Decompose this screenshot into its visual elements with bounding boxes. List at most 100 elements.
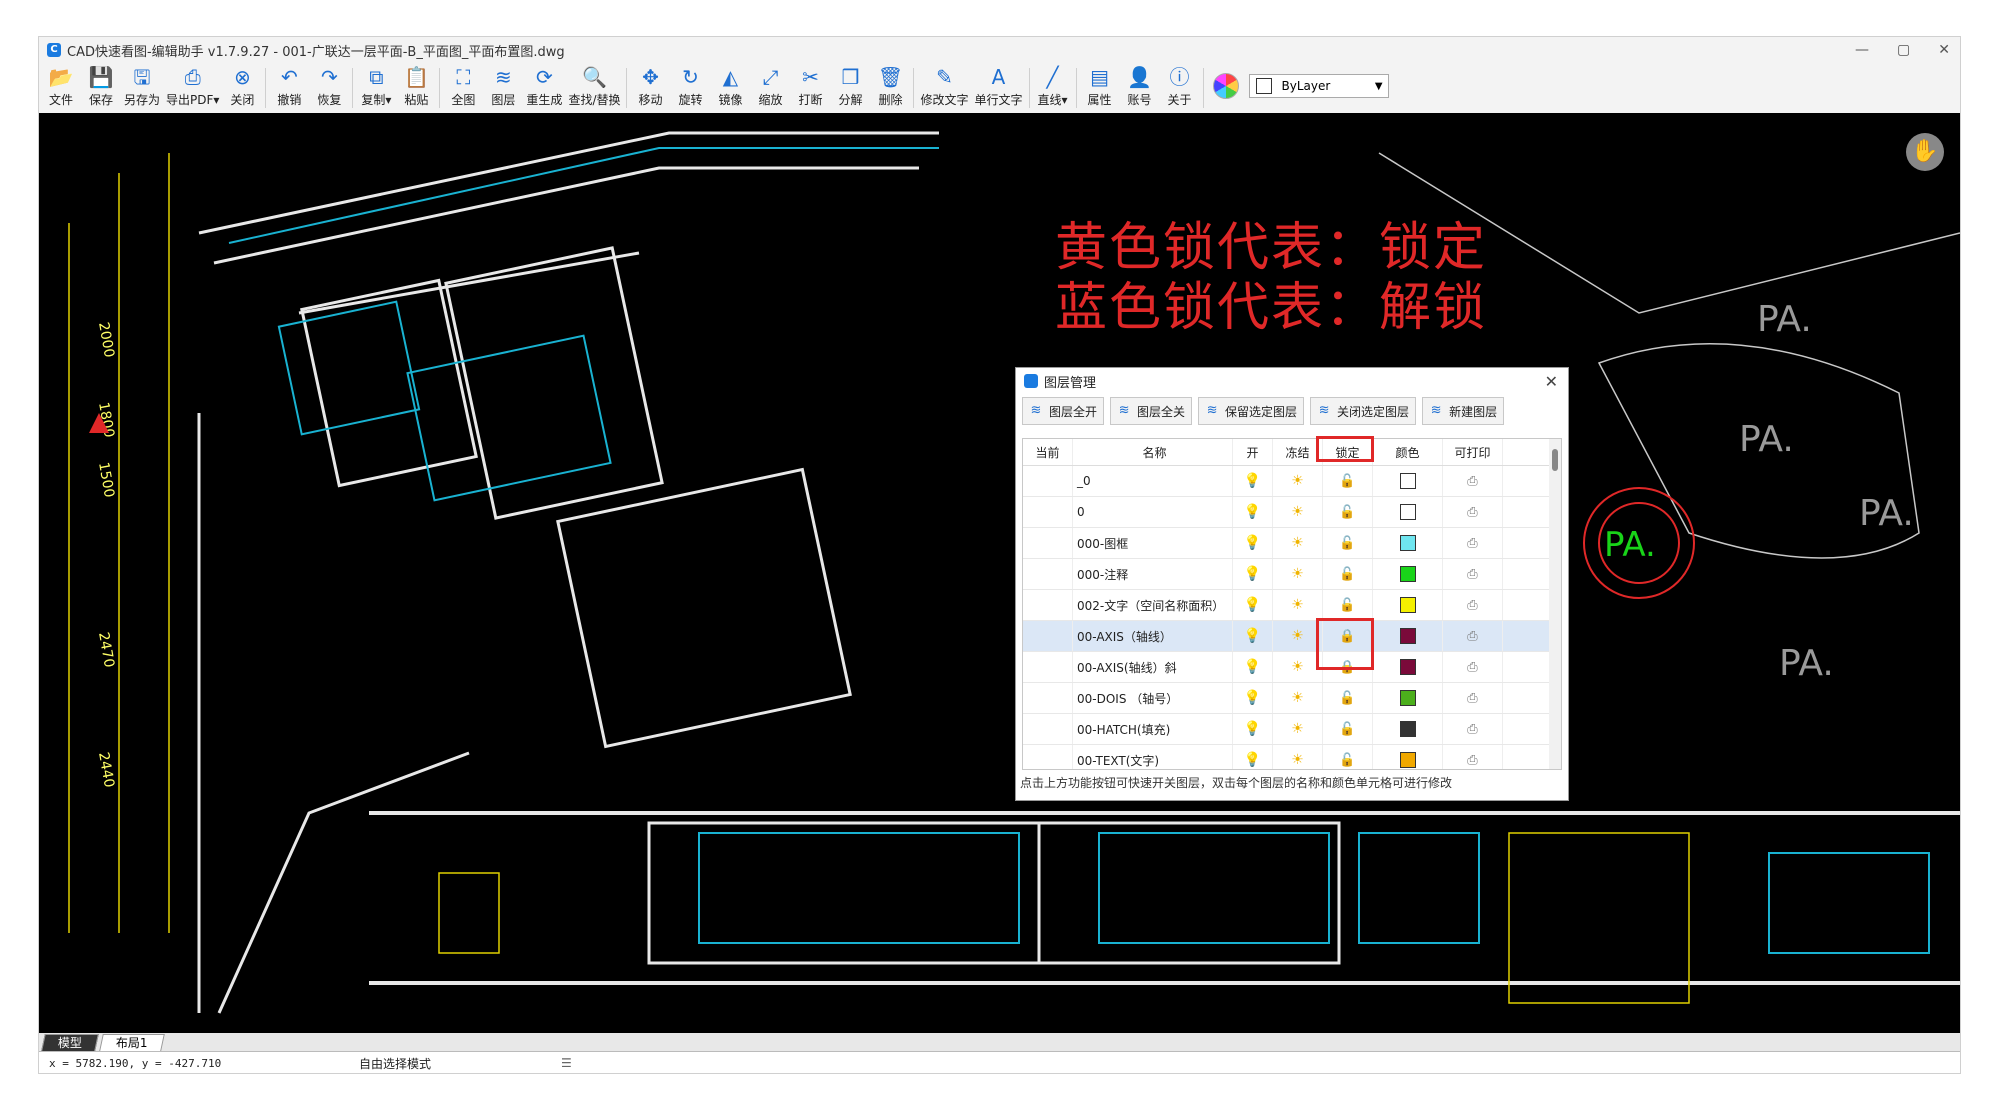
layer-freeze-cell[interactable]: ☀ (1273, 745, 1323, 769)
layer-color-cell[interactable] (1373, 559, 1443, 589)
selection-mode[interactable]: 自由选择模式 (359, 1056, 432, 1071)
layer-lock-cell[interactable]: 🔓 (1323, 528, 1373, 558)
layer-on-cell[interactable]: 💡 (1233, 621, 1273, 651)
layer-color-cell[interactable] (1373, 590, 1443, 620)
layer-freeze-cell[interactable]: ☀ (1273, 621, 1323, 651)
layer-freeze-cell[interactable]: ☀ (1273, 590, 1323, 620)
toolbar-button-copy[interactable]: ⧉复制▾ (356, 63, 396, 111)
layer-color-cell[interactable] (1373, 466, 1443, 496)
toolbar-button-line[interactable]: ╱直线▾ (1033, 63, 1073, 111)
layer-current-cell[interactable] (1023, 590, 1073, 620)
close-selected-layers-button[interactable]: ≋关闭选定图层 (1310, 397, 1417, 425)
tab-layout1[interactable]: 布局1 (99, 1034, 165, 1051)
layer-current-cell[interactable] (1023, 528, 1073, 558)
toolbar-button-find-replace[interactable]: 🔍查找/替换 (565, 63, 623, 111)
layer-row[interactable]: 00-TEXT(文字)💡☀🔓 ⎙ (1023, 745, 1561, 769)
toolbar-button-explode[interactable]: ❒分解 (830, 63, 870, 111)
layer-color-cell[interactable] (1373, 652, 1443, 682)
layer-freeze-cell[interactable]: ☀ (1273, 683, 1323, 713)
layer-lock-cell[interactable]: 🔓 (1323, 590, 1373, 620)
layer-freeze-cell[interactable]: ☀ (1273, 559, 1323, 589)
layer-name-cell[interactable]: 00-TEXT(文字) (1073, 745, 1233, 769)
tab-model[interactable]: 模型 (41, 1034, 99, 1051)
layer-name-cell[interactable]: 00-HATCH(填充) (1073, 714, 1233, 744)
close-window-button[interactable]: ✕ (1938, 42, 1950, 58)
toolbar-button-redo[interactable]: ↷恢复 (309, 63, 349, 111)
layer-on-cell[interactable]: 💡 (1233, 745, 1273, 769)
layer-color-cell[interactable] (1373, 745, 1443, 769)
layer-lock-cell[interactable]: 🔓 (1323, 466, 1373, 496)
toolbar-button-edit-text[interactable]: ✎修改文字 (917, 63, 971, 111)
layer-name-cell[interactable]: 002-文字（空间名称面积） (1073, 590, 1233, 620)
layer-row[interactable]: 000-注释💡☀🔓 ⎙ (1023, 559, 1561, 590)
layer-lock-cell[interactable]: 🔓 (1323, 745, 1373, 769)
layer-color-cell[interactable] (1373, 683, 1443, 713)
layer-row[interactable]: 00-AXIS（轴线）💡☀🔒⎙ (1023, 621, 1561, 652)
layer-row[interactable]: 00-DOIS （轴号）💡☀🔓 ⎙ (1023, 683, 1561, 714)
layer-on-cell[interactable]: 💡 (1233, 466, 1273, 496)
toolbar-button-properties[interactable]: ▤属性 (1080, 63, 1120, 111)
layer-on-cell[interactable]: 💡 (1233, 590, 1273, 620)
minimize-button[interactable]: — (1855, 42, 1870, 58)
layer-current-cell[interactable] (1023, 683, 1073, 713)
layer-color-cell[interactable] (1373, 528, 1443, 558)
toolbar-button-folder[interactable]: 📂文件 (41, 63, 81, 111)
layer-print-cell[interactable]: ⎙ (1443, 497, 1503, 527)
maximize-button[interactable]: ▢ (1897, 42, 1911, 58)
layer-print-cell[interactable]: ⎙ (1443, 683, 1503, 713)
layer-freeze-cell[interactable]: ☀ (1273, 528, 1323, 558)
layer-print-cell[interactable]: ⎙ (1443, 559, 1503, 589)
toolbar-button-rotate[interactable]: ↻旋转 (670, 63, 710, 111)
layer-print-cell[interactable]: ⎙ (1443, 652, 1503, 682)
toolbar-button-fit-view[interactable]: ⛶全图 (443, 63, 483, 111)
layer-print-cell[interactable]: ⎙ (1443, 528, 1503, 558)
layer-lock-cell[interactable]: 🔓 (1323, 714, 1373, 744)
toolbar-button-layers[interactable]: ≋图层 (483, 63, 523, 111)
drawing-canvas[interactable]: 2000 1800 1500 2470 2440 黄色锁代表：锁定 蓝色锁代表：… (39, 113, 1960, 1033)
layer-on-cell[interactable]: 💡 (1233, 497, 1273, 527)
toolbar-button-mirror[interactable]: ◭镜像 (710, 63, 750, 111)
toolbar-button-delete[interactable]: 🗑删除 (870, 63, 910, 111)
layer-color-cell[interactable] (1373, 497, 1443, 527)
layer-name-cell[interactable]: 00-AXIS（轴线） (1073, 621, 1233, 651)
layer-name-cell[interactable]: 000-注释 (1073, 559, 1233, 589)
layer-row[interactable]: 000-图框💡☀🔓⎙ (1023, 528, 1561, 559)
layer-current-cell[interactable] (1023, 652, 1073, 682)
layer-color-cell[interactable] (1373, 714, 1443, 744)
layer-current-cell[interactable] (1023, 559, 1073, 589)
layer-on-cell[interactable]: 💡 (1233, 714, 1273, 744)
dialog-close-icon[interactable]: ✕ (1544, 371, 1558, 391)
layer-on-cell[interactable]: 💡 (1233, 559, 1273, 589)
layer-print-cell[interactable]: ⎙ (1443, 590, 1503, 620)
scrollbar-thumb[interactable] (1552, 449, 1558, 471)
layer-print-cell[interactable]: ⎙ (1443, 621, 1503, 651)
toolbar-button-scale[interactable]: ⤢缩放 (750, 63, 790, 111)
layer-print-cell[interactable]: ⎙ (1443, 745, 1503, 769)
all-layers-off-button[interactable]: ≋图层全关 (1110, 397, 1193, 425)
layer-lock-cell[interactable]: 🔓 (1323, 497, 1373, 527)
layer-current-cell[interactable] (1023, 714, 1073, 744)
layer-color-select[interactable]: ByLayer▼ (1248, 74, 1389, 98)
layer-row[interactable]: 00-HATCH(填充)💡☀🔓⎙ (1023, 714, 1561, 745)
layer-print-cell[interactable]: ⎙ (1443, 466, 1503, 496)
all-layers-on-button[interactable]: ≋图层全开 (1022, 397, 1105, 425)
layer-name-cell[interactable]: 00-AXIS(轴线）斜 (1073, 652, 1233, 682)
pan-hand-icon[interactable]: ✋ (1906, 133, 1944, 171)
layer-on-cell[interactable]: 💡 (1233, 683, 1273, 713)
toolbar-button-undo[interactable]: ↶撤销 (269, 63, 309, 111)
layer-color-cell[interactable] (1373, 621, 1443, 651)
layer-freeze-cell[interactable]: ☀ (1273, 714, 1323, 744)
layer-lock-cell[interactable]: 🔓 (1323, 683, 1373, 713)
layer-name-cell[interactable]: 00-DOIS （轴号） (1073, 683, 1233, 713)
layer-name-cell[interactable]: 0 (1073, 497, 1233, 527)
keep-selected-layers-button[interactable]: ≋保留选定图层 (1198, 397, 1305, 425)
layer-current-cell[interactable] (1023, 745, 1073, 769)
layer-on-cell[interactable]: 💡 (1233, 652, 1273, 682)
color-wheel-icon[interactable] (1212, 73, 1239, 99)
layer-row[interactable]: 00-AXIS(轴线）斜💡☀🔒⎙ (1023, 652, 1561, 683)
layer-lock-cell[interactable]: 🔓 (1323, 559, 1373, 589)
layer-row[interactable]: _0💡☀🔓⎙ (1023, 466, 1561, 497)
toolbar-button-account[interactable]: 👤账号 (1120, 63, 1160, 111)
